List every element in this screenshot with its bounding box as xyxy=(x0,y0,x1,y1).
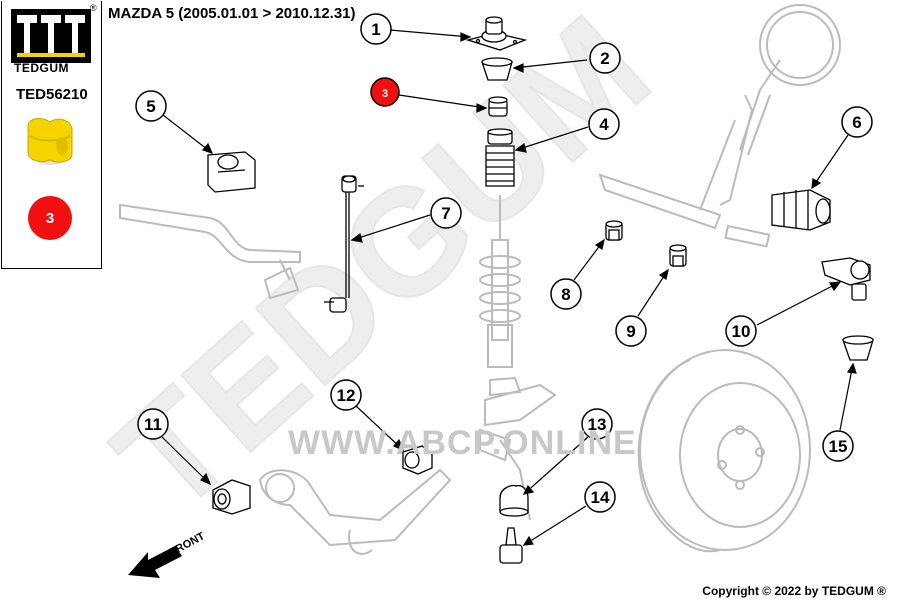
callout-2: 2 xyxy=(589,42,621,74)
part-7-stabilizer-link xyxy=(324,175,364,313)
part-8-bushing xyxy=(605,220,623,241)
svg-text:14: 14 xyxy=(591,488,610,507)
part-13-ball-joint-boot xyxy=(499,484,529,517)
steering-rack-drawing xyxy=(598,94,771,248)
part-15-boot xyxy=(842,335,874,361)
part-number: TED56210 xyxy=(16,86,88,103)
registered-mark: ® xyxy=(90,3,97,13)
part-info-panel: ® TEDGUM TED56210 3 xyxy=(1,1,102,269)
svg-text:5: 5 xyxy=(146,97,155,116)
svg-text:13: 13 xyxy=(588,415,607,434)
svg-text:10: 10 xyxy=(732,322,751,341)
abcp-watermark: WWW.ABCP.ONLINE xyxy=(288,424,637,462)
callouts: 1 2 3 4 5 6 7 8 9 10 11 12 13 14 15 xyxy=(135,13,873,513)
wheel-drawing xyxy=(637,349,811,553)
svg-text:4: 4 xyxy=(599,115,609,134)
callout-10: 10 xyxy=(725,315,757,347)
part-10-tie-rod-end xyxy=(821,257,871,301)
svg-text:7: 7 xyxy=(441,204,450,223)
stabilizer-bar-drawing xyxy=(119,203,301,300)
callout-8: 8 xyxy=(550,278,582,310)
svg-text:8: 8 xyxy=(561,285,570,304)
part-12-arm-bushing xyxy=(402,445,433,475)
callout-5: 5 xyxy=(135,90,167,122)
callout-3-highlighted: 3 xyxy=(370,77,400,107)
callout-9: 9 xyxy=(615,315,647,347)
svg-text:2: 2 xyxy=(600,49,609,68)
part-1-top-mount xyxy=(465,16,528,51)
brand-name: TEDGUM xyxy=(14,61,69,75)
lower-arm-drawing xyxy=(258,468,452,555)
svg-text:6: 6 xyxy=(852,113,861,132)
svg-text:1: 1 xyxy=(371,20,380,39)
part-14-ball-joint xyxy=(499,527,523,564)
front-arrow-icon xyxy=(128,546,182,578)
copyright-notice: Copyright © 2022 by TEDGUM ® xyxy=(702,584,886,598)
callout-7: 7 xyxy=(430,197,462,229)
callout-11: 11 xyxy=(137,408,169,440)
leader-lines xyxy=(161,29,857,546)
part-9-bushing xyxy=(669,244,687,267)
part-3-bump-stop xyxy=(488,96,508,117)
callout-4: 4 xyxy=(588,108,620,140)
svg-text:15: 15 xyxy=(829,437,848,456)
steering-wheel-drawing xyxy=(739,4,841,156)
highlight-badge: 3 xyxy=(28,196,72,240)
svg-text:11: 11 xyxy=(144,415,162,434)
callout-14: 14 xyxy=(584,481,616,513)
callout-12: 12 xyxy=(330,379,362,411)
svg-text:9: 9 xyxy=(626,322,635,341)
callout-13: 13 xyxy=(581,408,613,440)
part-11-arm-bushing xyxy=(212,479,251,515)
part-6-rack-boot xyxy=(771,189,831,231)
tedgum-logo-icon xyxy=(11,9,91,63)
part-2-bearing xyxy=(481,57,513,81)
vehicle-title: MAZDA 5 (2005.01.01 > 2010.12.31) xyxy=(108,5,356,22)
svg-text:3: 3 xyxy=(382,88,388,100)
bump-stop-photo-icon xyxy=(27,118,73,165)
svg-text:12: 12 xyxy=(337,386,356,405)
strut-drawing xyxy=(479,195,557,521)
callout-6: 6 xyxy=(841,106,873,138)
part-4-dust-boot xyxy=(485,128,515,187)
part-5-stabilizer-bushing xyxy=(207,151,256,193)
callout-1: 1 xyxy=(360,13,392,45)
callout-15: 15 xyxy=(822,430,854,462)
